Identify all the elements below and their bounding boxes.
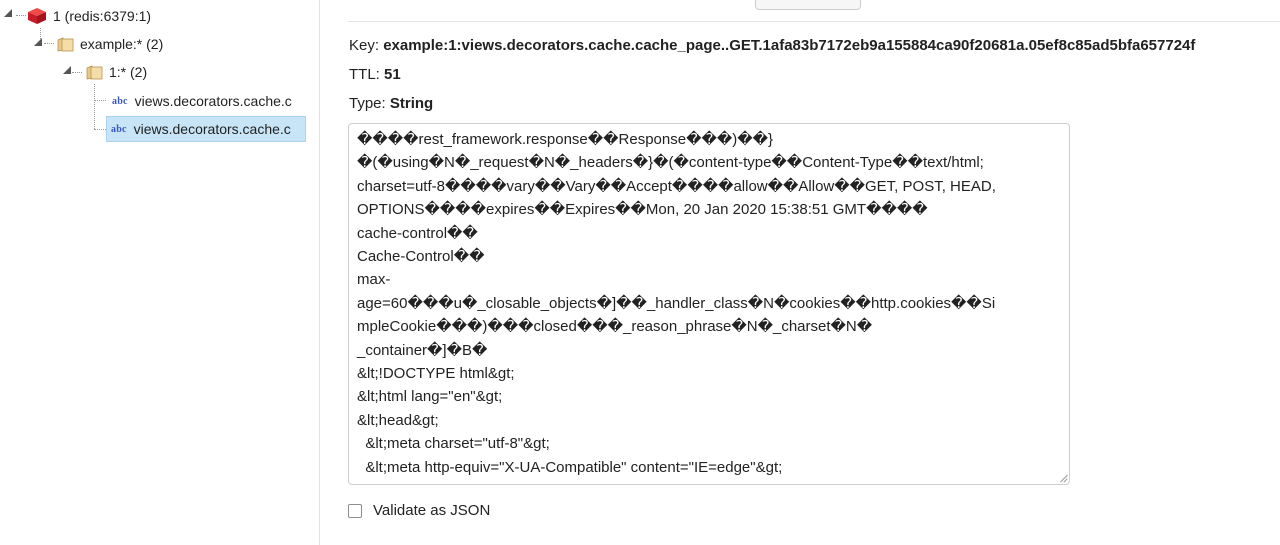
redis-server-icon — [28, 8, 46, 24]
value-line: mpleCookie���)���closed���_reason_phrase… — [357, 318, 873, 336]
collapse-folder-toggle[interactable] — [61, 64, 73, 76]
tree-connector — [94, 84, 95, 129]
ttl-row: TTL: 51 — [349, 66, 401, 83]
type-label: Type: — [349, 95, 386, 112]
collapse-folder-toggle[interactable] — [32, 36, 44, 48]
tree-connector — [94, 100, 106, 101]
folder-icon — [57, 36, 74, 51]
key-label: Key: — [349, 37, 380, 54]
tree-connector — [16, 15, 26, 16]
string-type-icon: abc — [112, 95, 128, 107]
value-line: charset=utf-8����vary��Vary��Accept����a… — [357, 177, 996, 195]
divider — [348, 21, 1280, 22]
value-line: _container�]�B� — [357, 341, 488, 359]
toolbar-button[interactable] — [755, 0, 861, 10]
key-row: Key: example:1:views.decorators.cache.ca… — [349, 37, 1195, 54]
key-label: views.decorators.cache.c — [133, 121, 291, 137]
tree-node-namespace-1[interactable]: 1:* (2) — [86, 60, 147, 84]
collapse-root-toggle[interactable] — [2, 7, 14, 19]
tree-node-server[interactable]: 1 (redis:6379:1) — [27, 4, 151, 28]
tree-connector — [40, 28, 41, 43]
ttl-value: 51 — [384, 66, 401, 83]
value-line: &lt;!DOCTYPE html&gt; — [357, 365, 515, 383]
value-line: &lt;head&gt; — [357, 411, 439, 429]
tree-node-namespace-example[interactable]: example:* (2) — [57, 32, 163, 56]
key-value: example:1:views.decorators.cache.cache_p… — [383, 37, 1196, 54]
value-line: �(�using�N�_request�N�_headers�}�(�conte… — [357, 154, 984, 172]
validate-json-label: Validate as JSON — [373, 502, 491, 519]
server-label: 1 (redis:6379:1) — [53, 8, 152, 24]
resize-handle[interactable] — [1059, 474, 1067, 482]
tree-node-key[interactable]: abc views.decorators.cache.c — [108, 89, 312, 113]
value-line: OPTIONS����expires��Expires��Mon, 20 Jan… — [357, 201, 928, 219]
value-line: cache-control�� — [357, 224, 478, 242]
ttl-label: TTL: — [349, 66, 380, 83]
value-line: ����rest_framework.response��Response���… — [357, 131, 773, 148]
tree-connector — [44, 43, 54, 44]
key-tree-panel: 1 (redis:6379:1) example:* (2) 1:* (2) a… — [0, 0, 320, 545]
value-line: age=60���u�_closable_objects�]��_handler… — [357, 294, 996, 312]
value-line: max- — [357, 271, 391, 289]
tree-node-key-selected[interactable]: abc views.decorators.cache.c — [106, 116, 306, 142]
value-line: Cache-Control�� — [357, 248, 485, 266]
value-textarea[interactable]: ����rest_framework.response��Response���… — [348, 123, 1070, 485]
key-detail-panel: Key: example:1:views.decorators.cache.ca… — [320, 0, 1280, 545]
value-line: &lt;meta http-equiv="X-UA-Compatible" co… — [357, 458, 783, 476]
validate-json-row[interactable]: Validate as JSON — [348, 502, 490, 519]
value-line: &lt;html lang="en"&gt; — [357, 388, 503, 406]
validate-json-checkbox[interactable] — [348, 503, 362, 518]
value-line: &lt;meta charset="utf-8"&gt; — [357, 435, 550, 453]
string-type-icon: abc — [111, 123, 127, 135]
namespace-label: 1:* (2) — [109, 64, 148, 80]
tree-connector — [94, 129, 106, 130]
type-value: String — [389, 95, 434, 112]
folder-icon — [86, 64, 103, 79]
tree-connector — [72, 72, 82, 73]
key-label: views.decorators.cache.c — [134, 93, 292, 109]
namespace-label: example:* (2) — [80, 36, 164, 52]
type-row: Type: String — [349, 95, 433, 112]
